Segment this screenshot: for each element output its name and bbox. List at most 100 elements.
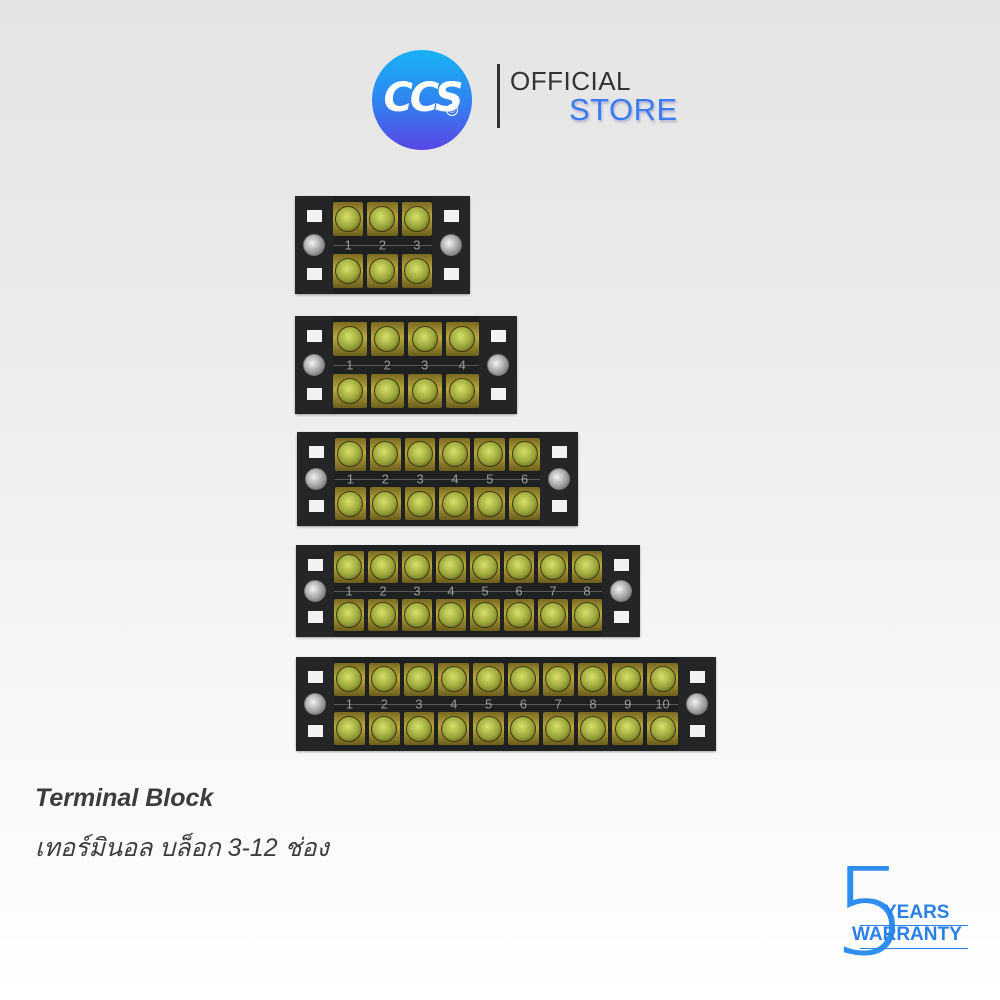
official-label: OFFICIAL <box>510 66 632 96</box>
terminal: 7 <box>542 663 574 745</box>
screw-terminal-icon <box>411 326 438 353</box>
terminal-number: 3 <box>413 583 421 599</box>
screw-terminal-icon <box>336 602 362 628</box>
screw-terminal-icon <box>506 602 532 628</box>
screw-terminal-icon <box>374 326 401 353</box>
product-title: Terminal Block <box>35 784 214 812</box>
divider-bar <box>335 479 540 480</box>
terminal-number: 4 <box>447 583 455 599</box>
mounting-screw-icon <box>305 468 327 490</box>
terminal: 2 <box>368 663 400 745</box>
terminal-number: 2 <box>383 357 391 373</box>
mount-slot-icon <box>490 388 506 400</box>
screw-terminal-icon <box>506 554 532 580</box>
screw-terminal-icon <box>371 715 398 742</box>
terminal-number: 7 <box>554 696 562 712</box>
screw-terminal-icon <box>475 666 502 693</box>
mount-slot-icon <box>689 671 705 683</box>
block-end <box>678 657 716 751</box>
mount-slot-icon <box>307 725 323 737</box>
screw-terminal-icon <box>511 490 538 517</box>
terminal-number: 1 <box>346 357 354 373</box>
mounting-screw-icon <box>487 354 509 376</box>
terminal: 4 <box>438 663 470 745</box>
terminal-number: 3 <box>421 357 429 373</box>
terminal: 8 <box>572 551 602 631</box>
warranty-badge: 5 YEARS WARRANTY <box>832 854 972 978</box>
terminal-number: 2 <box>379 583 387 599</box>
terminal: 3 <box>403 663 435 745</box>
mount-slot-icon <box>551 500 567 512</box>
logo-divider <box>497 64 500 128</box>
block-end <box>295 316 333 414</box>
screw-terminal-icon <box>407 441 434 468</box>
screw-terminal-icon <box>403 257 430 284</box>
mount-slot-icon <box>689 725 705 737</box>
mount-slot-icon <box>306 268 322 280</box>
terminal-number: 1 <box>345 696 354 712</box>
divider-bar <box>333 365 479 366</box>
screw-terminal-icon <box>337 441 364 468</box>
mount-slot-icon <box>306 330 322 342</box>
mount-slot-icon <box>308 446 324 458</box>
screw-terminal-icon <box>411 377 438 404</box>
warranty-label: WARRANTY <box>852 924 962 945</box>
screw-terminal-icon <box>579 666 606 693</box>
terminal: 4 <box>445 322 479 408</box>
screw-terminal-icon <box>372 441 399 468</box>
screw-terminal-icon <box>510 666 537 693</box>
mount-slot-icon <box>307 559 323 571</box>
screw-terminal-icon <box>404 554 430 580</box>
terminal: 1 <box>335 438 366 520</box>
terminal: 5 <box>470 551 500 631</box>
divider-bar <box>334 591 602 592</box>
terminal-number: 2 <box>380 696 388 712</box>
screw-terminal-icon <box>405 715 432 742</box>
mounting-screw-icon <box>686 693 708 715</box>
mounting-screw-icon <box>303 354 325 376</box>
screw-terminal-icon <box>510 715 537 742</box>
mount-slot-icon <box>306 210 322 222</box>
screw-terminal-icon <box>540 554 566 580</box>
block-end <box>296 545 334 637</box>
divider-bar <box>333 245 432 246</box>
warranty-years-label: YEARS <box>884 902 950 923</box>
screw-terminal-icon <box>449 377 476 404</box>
terminal-number: 6 <box>515 583 523 599</box>
terminal-number: 1 <box>345 583 353 599</box>
terminal-number: 2 <box>378 237 387 253</box>
terminal: 2 <box>367 202 398 288</box>
terminal-number: 8 <box>589 696 597 712</box>
terminal-number: 5 <box>484 696 493 712</box>
mount-slot-icon <box>308 500 324 512</box>
screw-terminal-icon <box>540 602 566 628</box>
terminal: 1 <box>333 202 364 288</box>
screw-terminal-icon <box>336 326 363 353</box>
block-end <box>295 196 333 294</box>
block-end <box>432 196 470 294</box>
terminal-number: 10 <box>655 696 670 712</box>
screw-terminal-icon <box>438 602 464 628</box>
mounting-screw-icon <box>303 234 325 256</box>
terminal-number: 5 <box>486 471 494 487</box>
screw-terminal-icon <box>403 206 430 233</box>
screw-terminal-icon <box>407 490 434 517</box>
terminal: 5 <box>473 663 504 745</box>
terminal: 3 <box>404 438 436 520</box>
mount-slot-icon <box>551 446 567 458</box>
mounting-screw-icon <box>610 580 632 602</box>
terminal: 4 <box>436 551 466 631</box>
screw-terminal-icon <box>574 554 600 580</box>
screw-terminal-icon <box>449 326 476 353</box>
warranty-line <box>860 948 968 949</box>
terminal: 3 <box>408 322 442 408</box>
screw-terminal-icon <box>369 257 396 284</box>
